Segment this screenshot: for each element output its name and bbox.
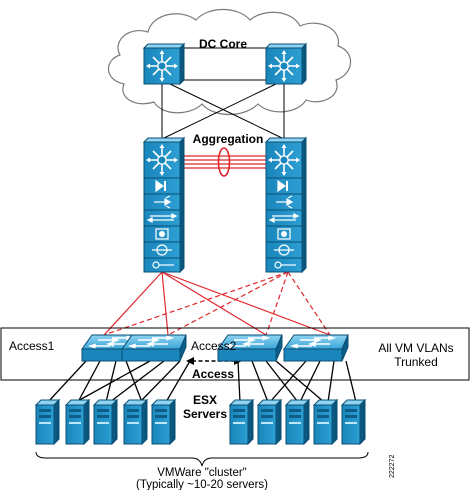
aggregation-switch-left [142,136,186,274]
server-icon [65,399,90,445]
aggregation-label: Aggregation [193,132,264,146]
service-chassis-icon [265,141,303,179]
access-label: Access [192,367,234,381]
server-icon [35,399,60,445]
access2-label: Access2 [191,339,237,353]
core-switch-right [264,42,308,86]
access-uplinks [103,271,331,336]
server-icon [257,399,282,445]
cluster-bracket [35,451,369,467]
core-switch-left [142,42,186,86]
cluster-label-line2: (Typically ~10-20 servers) [136,479,268,490]
cluster-label-line1: VMWare "cluster" [157,467,247,479]
server-icon [313,399,338,445]
server-icon [151,399,176,445]
server-links [47,360,357,403]
vlans-label-line1: All VM VLANs [378,341,453,355]
server-group-left [35,399,176,445]
access-switch-2 [121,334,187,362]
access-layer-box [0,327,470,381]
core-interconnect-links [161,47,285,139]
esx-label-line1: ESX [193,393,217,407]
dc-core-cloud [107,9,352,115]
vlans-label-line2: Trunked [394,355,438,369]
layer3-switch-icon [264,42,308,86]
service-chassis-icon [143,141,181,179]
server-icon [123,399,148,445]
access-switch-4 [283,334,349,362]
esx-label-line2: Servers [183,407,227,421]
aggregation-port-channel [182,147,266,177]
aggregation-switch-right [264,136,308,274]
server-icon [285,399,310,445]
server-icon [341,399,366,445]
server-icon [93,399,118,445]
server-icon [229,399,254,445]
figure-id: 222272 [389,455,396,478]
core-label: DC Core [199,37,247,51]
server-group-right [229,399,366,445]
layer3-switch-icon [142,42,186,86]
access1-label: Access1 [9,339,55,353]
